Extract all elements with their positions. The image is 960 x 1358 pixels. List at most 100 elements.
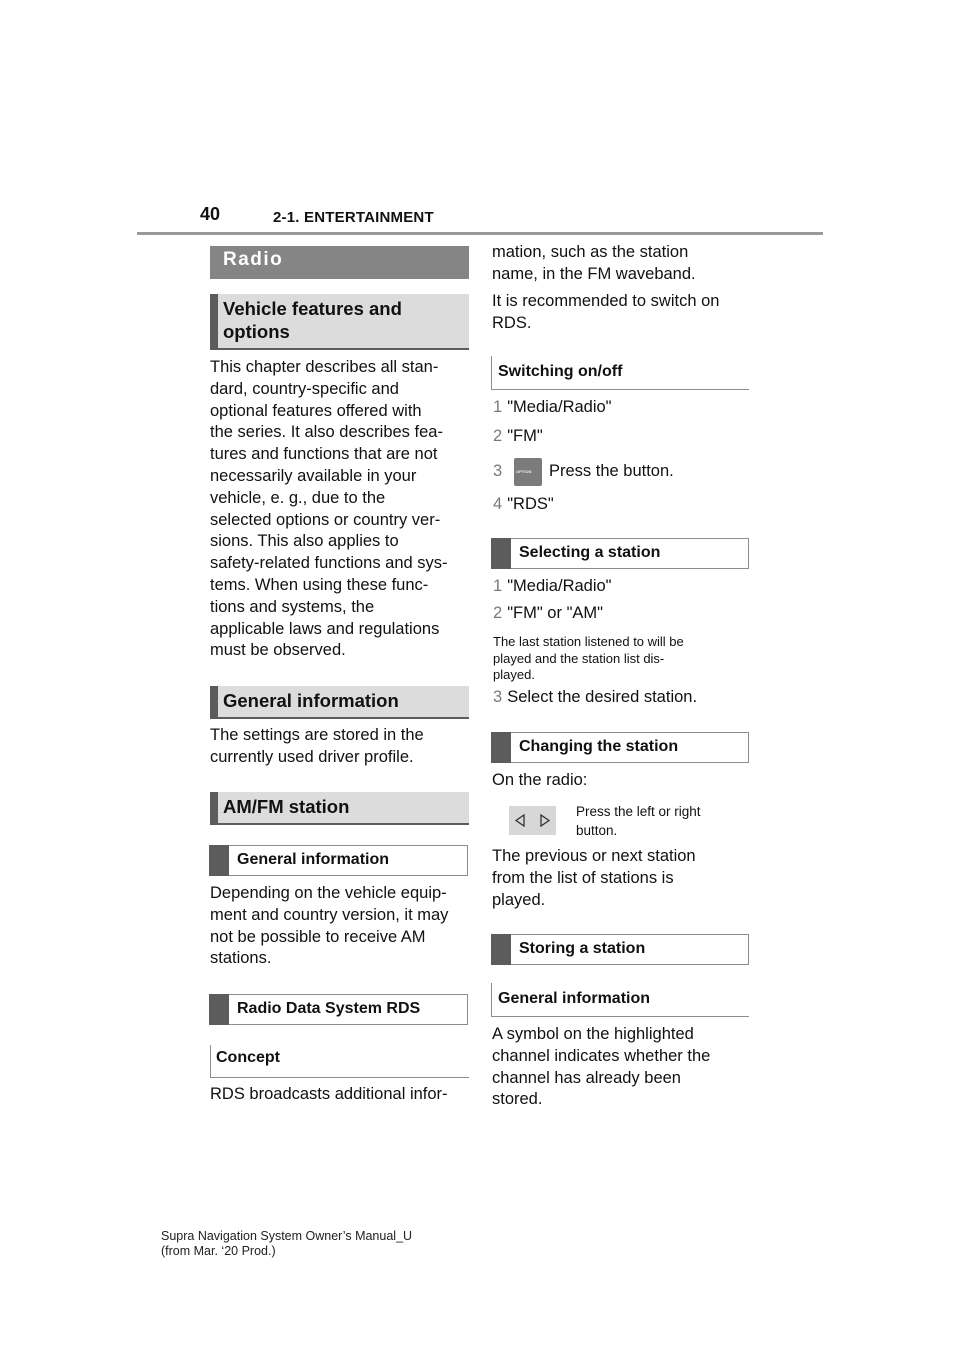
step-text: "RDS": [507, 495, 554, 513]
text-line: optional features offered with: [210, 401, 422, 420]
concept-title: Concept: [216, 1049, 280, 1066]
vehicle-features-line2: options: [223, 321, 290, 342]
text-line: stored.: [492, 1090, 543, 1109]
vehicle-features-heading: Vehicle features and options: [210, 294, 469, 350]
vehicle-features-line1: Vehicle features and: [223, 298, 402, 319]
changing-title: Changing the station: [519, 738, 679, 755]
option-button-label: OPTION: [516, 469, 532, 474]
text-line: not be possible to receive AM: [210, 927, 426, 946]
text-line: tems. When using these func-: [210, 575, 429, 594]
switch-step-3: Press the button.: [549, 462, 674, 481]
storing-general-left-rule: [491, 983, 492, 1017]
changing-heading: Changing the station: [491, 732, 749, 763]
symbol-paragraph: A symbol on the highlighted channel indi…: [492, 1024, 757, 1111]
text-line: This chapter describes all stan-: [210, 358, 439, 376]
selecting-heading: Selecting a station: [491, 538, 749, 569]
text-line: The previous or next station: [492, 847, 696, 865]
text-line: played.: [493, 667, 535, 682]
switch-step-2: 2"FM": [493, 427, 543, 446]
text-line: dard, country-specific and: [210, 379, 399, 398]
rds-title: Radio Data System RDS: [237, 1000, 421, 1017]
text-line: selected options or country ver-: [210, 510, 441, 529]
text-line: must be observed.: [210, 641, 346, 660]
am-paragraph: Depending on the vehicle equip- ment and…: [210, 883, 475, 970]
rds-paragraph-continued: mation, such as the station name, in the…: [492, 242, 757, 286]
press-arrows-text: Press the left or right button.: [576, 802, 756, 840]
amfm-heading: AM/FM station: [210, 792, 469, 825]
text-line: sions. This also applies to: [210, 532, 399, 551]
footer-line-1: Supra Navigation System Owner’s Manual_U: [161, 1229, 413, 1243]
selecting-title: Selecting a station: [519, 544, 661, 561]
switch-step-3-number-wrap: 3: [493, 462, 507, 481]
heading-bar: [209, 845, 229, 876]
text-line: A symbol on the highlighted: [492, 1025, 694, 1043]
select-note: The last station listened to will be pla…: [493, 634, 753, 684]
text-line: vehicle, e. g., due to the: [210, 488, 386, 507]
step-number: 1: [493, 577, 503, 595]
right-triangle-icon: [540, 813, 551, 828]
text-line: name, in the FM waveband.: [492, 264, 696, 283]
arrows-svg: [514, 813, 551, 828]
text-line: channel has already been: [492, 1068, 681, 1087]
text-line: the series. It also describes fea-: [210, 423, 443, 442]
text-line: The last station listened to will be: [493, 634, 684, 649]
step-number: 3: [493, 688, 503, 706]
step-text: Select the desired station.: [507, 688, 698, 706]
concept-rule: [210, 1077, 469, 1078]
step-text: Press the button.: [549, 462, 674, 480]
heading-bar: [491, 934, 511, 965]
switch-step-4: 4"RDS": [493, 495, 554, 514]
general-info-heading: General information: [210, 686, 469, 719]
text-line: played and the station list dis-: [493, 650, 665, 666]
text-line: It is recommended to switch on: [492, 292, 720, 310]
text-line: RDS broadcasts additional infor-: [210, 1085, 448, 1103]
section-title: 2-1. ENTERTAINMENT: [273, 209, 434, 226]
step-number: 1: [493, 398, 503, 416]
switch-step-1: 1"Media/Radio": [493, 398, 612, 417]
step-number: 4: [493, 495, 503, 513]
switching-title: Switching on/off: [498, 363, 623, 380]
text-line: from the list of stations is: [492, 868, 674, 887]
text-line: played.: [492, 890, 546, 909]
page-number: 40: [200, 204, 221, 224]
text-line: button.: [576, 823, 618, 838]
amfm-title: AM/FM station: [223, 796, 350, 817]
left-triangle-icon: [514, 813, 525, 828]
text-line: applicable laws and regulations: [210, 619, 440, 638]
storing-heading: Storing a station: [491, 934, 749, 965]
amfm-general-info-title: General information: [237, 851, 390, 868]
select-step-1: 1"Media/Radio": [493, 577, 612, 596]
text-line: tures and functions that are not: [210, 445, 438, 464]
storing-general-rule: [491, 1016, 749, 1017]
step-number: 2: [493, 604, 503, 622]
rds-heading: Radio Data System RDS: [209, 994, 468, 1025]
header-rule: [137, 232, 823, 235]
text-line: stations.: [210, 949, 272, 968]
select-step-2: 2"FM" or "AM": [493, 604, 603, 623]
radio-title-box: Radio: [210, 246, 469, 279]
footer: Supra Navigation System Owner’s Manual_U…: [161, 1229, 412, 1259]
general-info-title: General information: [223, 690, 399, 711]
heading-bar: [491, 732, 511, 763]
rds-paragraph: RDS broadcasts additional infor-: [210, 1084, 475, 1106]
text-line: currently used driver profile.: [210, 747, 414, 766]
step-text: "FM": [507, 427, 543, 445]
storing-general-info-title: General information: [498, 990, 651, 1007]
text-line: RDS.: [492, 313, 532, 332]
text-line: tions and systems, the: [210, 597, 375, 616]
prev-next-paragraph: The previous or next station from the li…: [492, 846, 757, 911]
radio-title: Radio: [223, 249, 284, 270]
text-line: ment and country version, it may: [210, 905, 449, 924]
step-text: "Media/Radio": [507, 398, 612, 416]
text-line: safety-related functions and sys-: [210, 554, 448, 573]
text-line: Depending on the vehicle equip-: [210, 884, 447, 902]
step-number: 2: [493, 427, 503, 445]
recommend-paragraph: It is recommended to switch on RDS.: [492, 291, 757, 335]
footer-line-2: (from Mar. ‘20 Prod.): [161, 1244, 276, 1258]
step-number: 3: [493, 462, 503, 480]
step-text: "Media/Radio": [507, 577, 612, 595]
text-line: mation, such as the station: [492, 243, 689, 261]
switching-left-rule: [491, 356, 492, 390]
text-line: Press the left or right: [576, 804, 701, 819]
